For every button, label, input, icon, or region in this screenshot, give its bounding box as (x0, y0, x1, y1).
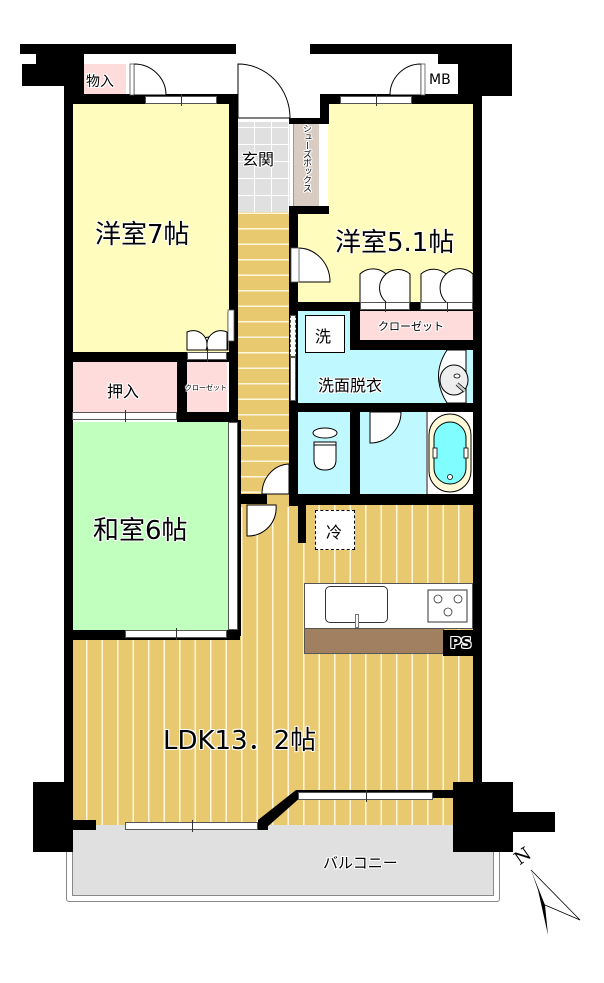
western-room-7-label: 洋室7帖 (95, 220, 190, 250)
window (125, 628, 227, 640)
hallway-floor (238, 212, 290, 507)
wall (320, 94, 329, 124)
closet-right-label: クローゼット (378, 320, 444, 333)
japanese-room-label: 和室6帖 (93, 516, 188, 546)
wall (237, 494, 267, 504)
washing-machine (305, 315, 345, 353)
wall (350, 403, 360, 503)
pipe-space-label: PS (450, 634, 472, 652)
faucet (355, 614, 359, 628)
refrigerator-label: 冷 (326, 523, 343, 542)
storage-top (84, 64, 126, 96)
wall (177, 412, 237, 422)
washing-machine-label: 洗 (315, 327, 332, 346)
oshiire (72, 362, 177, 412)
entrance-label: 玄関 (242, 150, 275, 169)
wall (177, 352, 187, 414)
sliding-door[interactable] (290, 315, 296, 357)
shoe-box-label: シューズボックス (301, 124, 311, 192)
western-room-5-1-label: 洋室5.1帖 (335, 228, 455, 258)
wall (350, 311, 360, 350)
wall (289, 494, 479, 505)
meter-box-label: MB (429, 72, 451, 88)
wall-pillar (22, 64, 84, 86)
wall (64, 820, 96, 830)
balcony-label: バルコニー (323, 854, 398, 872)
wall-pillar (512, 812, 555, 832)
refrigerator (315, 510, 355, 550)
wall (426, 412, 428, 494)
closet-small-label: クローゼット (185, 384, 227, 392)
wall-pillar (453, 782, 513, 852)
window (340, 94, 412, 106)
wall-pillar (438, 54, 478, 64)
closet-small (187, 362, 227, 412)
wall-pillar (33, 782, 73, 852)
closet-door[interactable] (187, 350, 227, 362)
wall-pillar (64, 86, 84, 96)
wall (237, 420, 241, 636)
closet-door[interactable] (420, 300, 473, 312)
oshiire-label: 押入 (107, 382, 140, 401)
wall (289, 118, 329, 124)
sliding-door[interactable] (228, 422, 238, 630)
wall (289, 403, 479, 412)
closet-right-overlay (360, 311, 473, 341)
wall (350, 340, 475, 350)
window (298, 790, 433, 802)
storage-top-label: 物入 (86, 74, 114, 90)
wall (229, 94, 238, 504)
wall (298, 505, 306, 543)
window (145, 94, 217, 106)
meter-box (422, 64, 458, 96)
window (125, 820, 258, 832)
wall (289, 206, 329, 214)
shoe-box (293, 122, 319, 206)
wall (310, 44, 512, 54)
washroom-label: 洗面脱衣 (318, 376, 383, 395)
wall (64, 352, 238, 362)
sliding-door[interactable] (290, 357, 296, 401)
western-room-7 (72, 103, 230, 353)
ldk-label: LDK13．2帖 (163, 726, 317, 756)
pipe-space (443, 630, 480, 656)
wall (473, 94, 482, 794)
entrance-floor (238, 122, 290, 212)
wall (64, 94, 73, 794)
wall (20, 44, 236, 54)
wall-pillar (458, 44, 512, 96)
japanese-room (72, 422, 240, 632)
closet-door[interactable] (360, 300, 410, 312)
window (72, 410, 177, 422)
